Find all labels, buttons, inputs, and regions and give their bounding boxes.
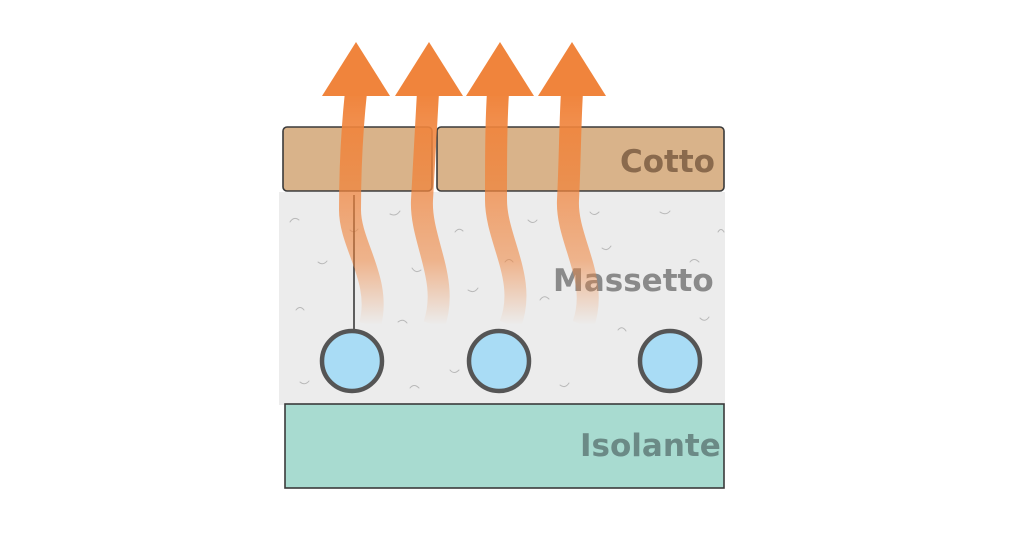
pipe-1 xyxy=(319,328,385,394)
pipe-3 xyxy=(637,328,703,394)
insulation-layer xyxy=(284,403,725,489)
heat-arrow-1-head xyxy=(322,42,390,96)
insulation-label: Isolante xyxy=(580,428,721,464)
tile-label: Cotto xyxy=(620,144,715,180)
heat-arrow-4-head xyxy=(538,42,606,96)
heating-pipes xyxy=(319,328,703,394)
heat-arrow-2-head xyxy=(395,42,463,96)
heat-arrow-3-head xyxy=(466,42,534,96)
heat-arrow-4-body xyxy=(556,91,599,329)
heat-arrow-3-body xyxy=(484,91,527,330)
heat-arrow-2-body xyxy=(410,91,450,329)
heat-arrow-1-body xyxy=(338,90,384,328)
pipe-2 xyxy=(466,328,532,394)
heat-arrows xyxy=(322,42,606,330)
